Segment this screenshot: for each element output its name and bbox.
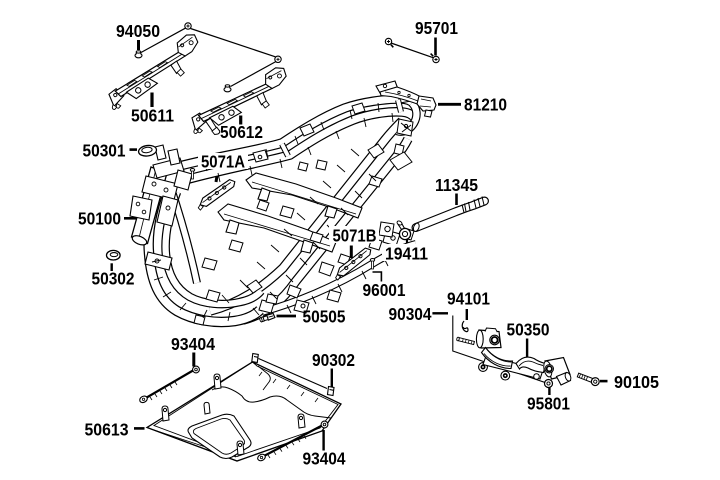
svg-text:50505: 50505 <box>303 307 346 327</box>
svg-text:50100: 50100 <box>78 209 121 229</box>
svg-text:94101: 94101 <box>447 289 490 309</box>
svg-text:90105: 90105 <box>614 372 659 392</box>
svg-text:50611: 50611 <box>131 106 174 126</box>
svg-text:50302: 50302 <box>92 269 135 289</box>
svg-text:50301: 50301 <box>83 141 126 161</box>
svg-text:95701: 95701 <box>415 18 458 38</box>
svg-text:94050: 94050 <box>116 21 160 41</box>
svg-text:81210: 81210 <box>464 95 507 115</box>
svg-text:93404: 93404 <box>171 334 215 354</box>
svg-text:90302: 90302 <box>312 350 355 370</box>
svg-text:19411: 19411 <box>385 244 428 264</box>
svg-text:50613: 50613 <box>85 420 129 440</box>
svg-text:95801: 95801 <box>527 394 570 414</box>
svg-text:93404: 93404 <box>303 449 346 469</box>
svg-text:90304: 90304 <box>389 304 432 324</box>
svg-text:5071B: 5071B <box>333 226 377 246</box>
svg-text:50612: 50612 <box>220 122 263 142</box>
svg-text:5071A: 5071A <box>201 152 245 172</box>
svg-text:96001: 96001 <box>363 280 406 300</box>
svg-text:11345: 11345 <box>435 175 478 195</box>
svg-text:50350: 50350 <box>507 320 550 340</box>
